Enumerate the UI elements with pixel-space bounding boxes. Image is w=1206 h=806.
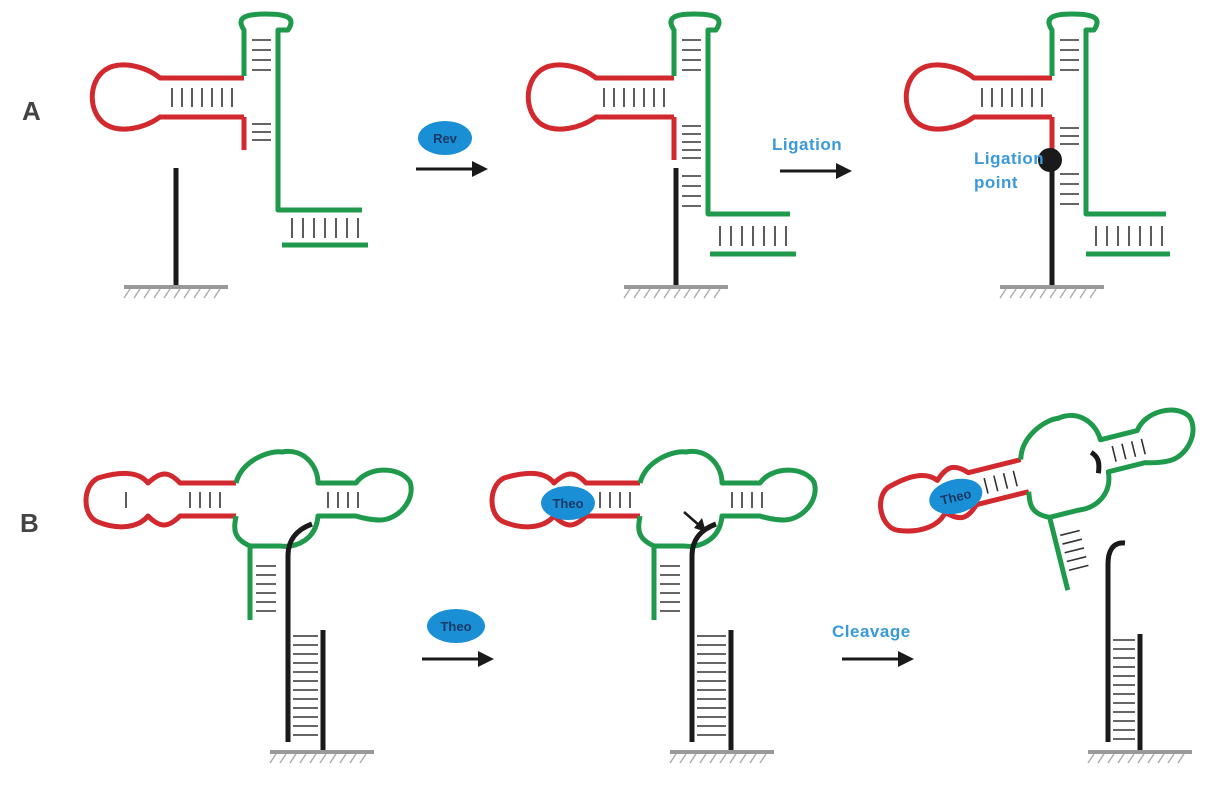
ligation-point-dot	[1038, 148, 1062, 172]
panel-a-label: A	[22, 96, 41, 126]
theo-bound-ellipse-1	[541, 486, 595, 520]
b3-surface	[1087, 750, 1192, 764]
b2-substrate-strand	[689, 521, 717, 742]
b1-substrate-pairs	[293, 635, 318, 736]
theo-bound-label-1: Theo	[552, 496, 583, 511]
panel-b-label: B	[20, 508, 39, 538]
ligation-label: Ligation	[772, 135, 842, 154]
b1-green-pairs	[256, 492, 359, 612]
a1-bottom-duplex-pairs	[291, 218, 359, 238]
a1-green-stem-pairs	[252, 39, 271, 141]
a2-red-hairpin	[525, 62, 677, 160]
b2-red-aptamer	[489, 470, 640, 530]
ligation-point-label-line1: Ligation	[974, 149, 1044, 168]
b2-green-pairs	[660, 492, 763, 612]
b2-substrate-pairs	[697, 635, 726, 736]
b-arrow-2-head	[898, 651, 914, 667]
a3-green-strand	[1046, 11, 1166, 217]
b-stage-3: Theo	[878, 407, 1196, 764]
a2-red-stem-pairs	[603, 88, 665, 107]
a1-red-stem-pairs	[171, 88, 233, 107]
b2-surface	[669, 750, 774, 764]
a3-red-stem-pairs	[981, 88, 1043, 107]
a3-bottom-duplex-pairs	[1095, 226, 1163, 246]
a1-red-hairpin	[89, 62, 247, 150]
b-arrow-1-head	[478, 651, 494, 667]
b3-substrate-pairs	[1113, 639, 1135, 740]
a2-bottom-duplex-pairs	[719, 226, 787, 246]
a3-surface	[999, 285, 1104, 299]
a-arrow-1-head	[472, 161, 488, 177]
cleavage-site-arrow-shaft	[683, 511, 701, 527]
b3-released-ribozyme: Theo	[878, 407, 1196, 591]
b3-green-pairs	[1060, 438, 1146, 572]
a-stage-3: Ligation point	[903, 11, 1170, 299]
theo-stimulus-label: Theo	[440, 619, 471, 634]
a2-green-strand	[668, 11, 790, 217]
b-stage-2: Theo	[489, 448, 818, 764]
a1-green-strand	[238, 11, 362, 213]
ligation-point-label-line2: point	[974, 173, 1018, 192]
b2-green-ribozyme	[636, 448, 818, 620]
theo-bound-ellipse-2	[929, 478, 983, 515]
rev-label: Rev	[433, 131, 458, 146]
a-arrow-2-head	[836, 163, 852, 179]
b-stage-1	[83, 448, 414, 764]
b1-red-aptamer	[83, 470, 236, 530]
a-stage-2	[525, 11, 796, 299]
b1-surface	[269, 750, 374, 764]
b3-red-aptamer	[878, 457, 1030, 534]
a1-surface	[123, 285, 228, 299]
b-theo-step: Theo	[422, 609, 494, 667]
b1-green-ribozyme	[232, 448, 414, 620]
cleavage-site-arrow-head	[694, 518, 706, 532]
a3-green-stem-pairs	[1060, 39, 1079, 205]
theo-bound-label-2: Theo	[939, 486, 973, 508]
a3-red-hairpin	[903, 62, 1055, 158]
a2-green-stem-pairs	[682, 39, 701, 207]
a2-surface	[623, 285, 728, 299]
b1-red-pairs	[125, 492, 221, 508]
b3-red-pairs	[983, 470, 1018, 494]
b-cleavage-step: Cleavage	[832, 622, 914, 667]
a-stage-1	[89, 11, 368, 299]
a-ligation-step: Ligation	[772, 135, 852, 179]
b3-cleaved-fragment	[1089, 450, 1102, 474]
a-rev-step: Rev	[416, 121, 488, 177]
rev-ellipse	[418, 121, 472, 155]
cleavage-label: Cleavage	[832, 622, 911, 641]
b3-green-ribozyme	[1018, 407, 1196, 591]
b2-red-pairs	[599, 492, 631, 508]
b1-substrate-strand	[285, 521, 313, 742]
b3-cleaved-substrate-stub	[1105, 540, 1126, 742]
theo-stimulus-ellipse	[427, 609, 485, 643]
